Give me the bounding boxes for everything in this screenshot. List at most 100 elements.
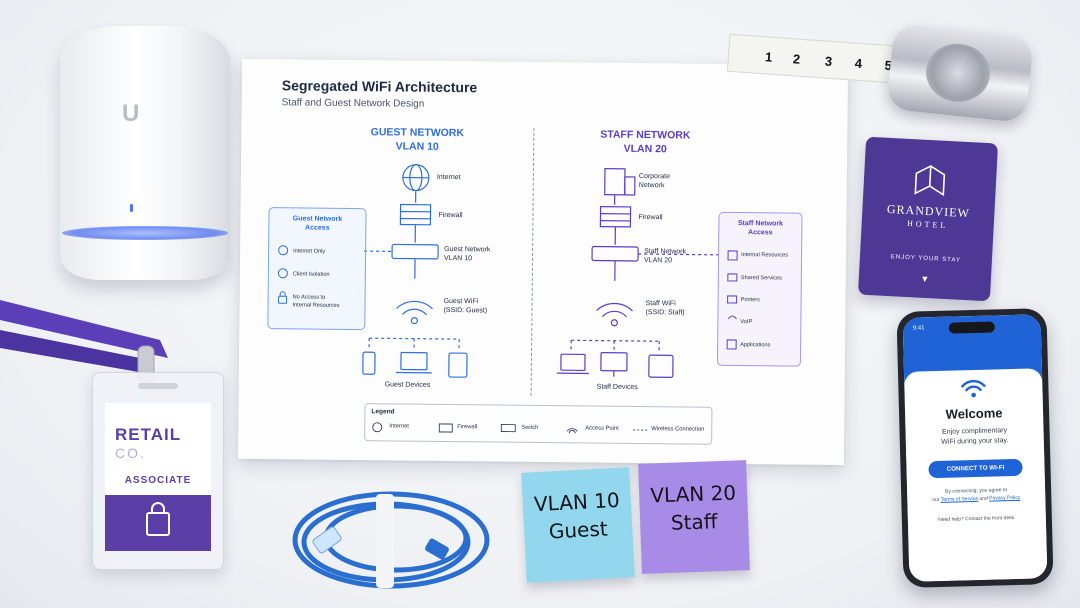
phone-card: Welcome Enjoy complimentary WiFi during …	[903, 368, 1048, 582]
privacy-policy-link[interactable]: Privacy Policy	[989, 494, 1021, 502]
staff-desk-phone-icon	[648, 354, 674, 378]
staff-access-box: Staff Network Access Internal Resources …	[716, 211, 803, 367]
legend-item-internet: Internet	[389, 423, 409, 430]
staff-wifi-label-2: (SSID: Staff)	[645, 309, 685, 317]
badge-card: RETAIL CO. ASSOCIATE	[105, 403, 211, 551]
guest-access-item-3: No Access to	[292, 294, 326, 301]
staff-firewall-icon	[599, 205, 632, 228]
terms-of-service-link[interactable]: Terms of Service	[940, 495, 979, 503]
lock-icon	[278, 295, 288, 304]
guest-access-box: Guest Network Access Internet Only Clien…	[267, 207, 367, 331]
staff-switch-label-2: VLAN 20	[643, 257, 673, 265]
guest-switch-label-1: Guest Network	[444, 245, 491, 254]
phone-dynamic-island	[948, 321, 995, 334]
legend-item-access-point: Access Point	[585, 425, 619, 432]
diagram-graphics	[362, 164, 719, 378]
staff-access-icons	[726, 250, 738, 350]
purple-note-line2: Staff	[670, 509, 718, 535]
corporate-label-2: Network	[638, 181, 665, 190]
sticky-note-blue: VLAN 10 Guest	[521, 467, 635, 583]
badge-band	[105, 495, 211, 551]
guest-access-icons	[277, 245, 289, 304]
connect-wifi-button[interactable]: CONNECT TO WI-FI	[928, 458, 1023, 479]
printer-icon	[727, 295, 738, 304]
badge-role: ASSOCIATE	[124, 475, 192, 486]
globe-icon	[278, 245, 289, 256]
sticky-note-purple: VLAN 20 Staff	[638, 460, 750, 574]
staff-access-item-3: Printers	[740, 297, 760, 304]
corporate-label-1: Corporate	[638, 172, 671, 181]
legend-globe-icon	[372, 422, 383, 433]
phone-screen: 9:41 Welcome Enjoy complimentary WiFi du…	[902, 314, 1048, 582]
hotel-logo-icon	[914, 165, 946, 197]
staff-access-title: Staff Network Access	[719, 219, 801, 238]
hotel-tagline: ENJOY YOUR STAY	[890, 254, 962, 264]
tape-measure-case	[885, 22, 1035, 124]
isolation-icon	[277, 268, 288, 279]
staff-monitor-icon	[600, 352, 628, 372]
guest-switch-icon	[391, 243, 439, 260]
staff-firewall-label: Firewall	[638, 213, 663, 222]
voip-icon	[728, 315, 737, 320]
guest-access-title-2: Access	[305, 224, 330, 232]
guest-laptop-icon	[400, 351, 428, 371]
wifi-icon	[961, 380, 986, 398]
badge-slot	[138, 383, 178, 389]
router-status-led	[130, 204, 133, 212]
card-arrow-icon: ▼	[920, 273, 930, 285]
guest-tablet-icon	[448, 352, 468, 378]
staff-switch-icon	[591, 245, 639, 262]
legend-item-switch: Switch	[521, 424, 539, 431]
guest-wifi-icon	[396, 300, 433, 310]
terms-prefix: our	[932, 496, 940, 504]
guest-switch-label-2: VLAN 10	[443, 254, 473, 263]
phone-help: Need help? Contact the front desk.	[938, 514, 1016, 523]
phone-body-2: WiFi during your stay.	[941, 437, 1009, 446]
staff-access-item-4: VoIP	[740, 319, 753, 326]
purple-note-line1: VLAN 20	[649, 480, 737, 508]
tape-measure-hub	[923, 40, 993, 105]
guest-wifi-label-2: (SSID: Guest)	[443, 306, 488, 315]
phone-time: 9:41	[912, 325, 925, 332]
guest-firewall-icon	[399, 203, 432, 226]
legend-title: Legend	[371, 408, 395, 416]
tape-mark-1: 1	[764, 49, 773, 65]
phone-welcome: Welcome	[945, 405, 1003, 422]
tape-mark-3: 3	[824, 53, 833, 69]
server-icon	[727, 250, 738, 261]
guest-phone-icon	[362, 351, 376, 375]
shopping-bag-icon	[146, 502, 170, 536]
network-diagram-sheet: Segregated WiFi Architecture Staff and G…	[237, 58, 849, 466]
legend-firewall-icon	[438, 423, 453, 433]
legend-switch-icon	[500, 424, 516, 433]
terms-and: and	[979, 495, 988, 502]
staff-access-item-5: Applications	[740, 342, 771, 349]
guest-internet-label: Internet	[436, 173, 461, 182]
blue-note-line1: VLAN 10	[533, 487, 621, 517]
staff-access-title-2: Access	[748, 229, 773, 237]
corporate-building-icon	[604, 168, 626, 196]
router-logo-icon: U	[122, 100, 140, 127]
router-light-ring	[62, 226, 228, 240]
guest-firewall-label: Firewall	[438, 211, 463, 220]
guest-devices-label: Guest Devices	[384, 381, 431, 389]
phone-terms-2: our Terms of Service and Privacy Policy	[907, 494, 1045, 504]
legend-access-point-icon	[566, 428, 578, 434]
ethernet-cable	[292, 491, 490, 589]
staff-wifi-label-1: Staff WiFi	[645, 300, 676, 308]
legend-icons	[372, 422, 648, 434]
guest-access-title: Guest Network Access	[269, 214, 365, 233]
badge-company-line2: CO.	[115, 445, 146, 461]
staff-laptop-icon	[560, 353, 586, 372]
diagram-legend: Legend Internet Firewall Switch Access P…	[364, 403, 713, 445]
blue-note-line2: Guest	[548, 516, 609, 544]
tape-mark-2: 2	[792, 51, 801, 67]
shared-services-icon	[727, 273, 738, 282]
guest-access-item-4: Internal Resources	[292, 302, 340, 309]
wifi-router: U	[60, 26, 230, 280]
applications-icon	[726, 339, 737, 350]
employee-badge: RETAIL CO. ASSOCIATE	[92, 372, 224, 570]
hotel-key-card: GRANDVIEW HOTEL ENJOY YOUR STAY ▼	[857, 136, 999, 302]
legend-item-firewall: Firewall	[457, 424, 478, 431]
